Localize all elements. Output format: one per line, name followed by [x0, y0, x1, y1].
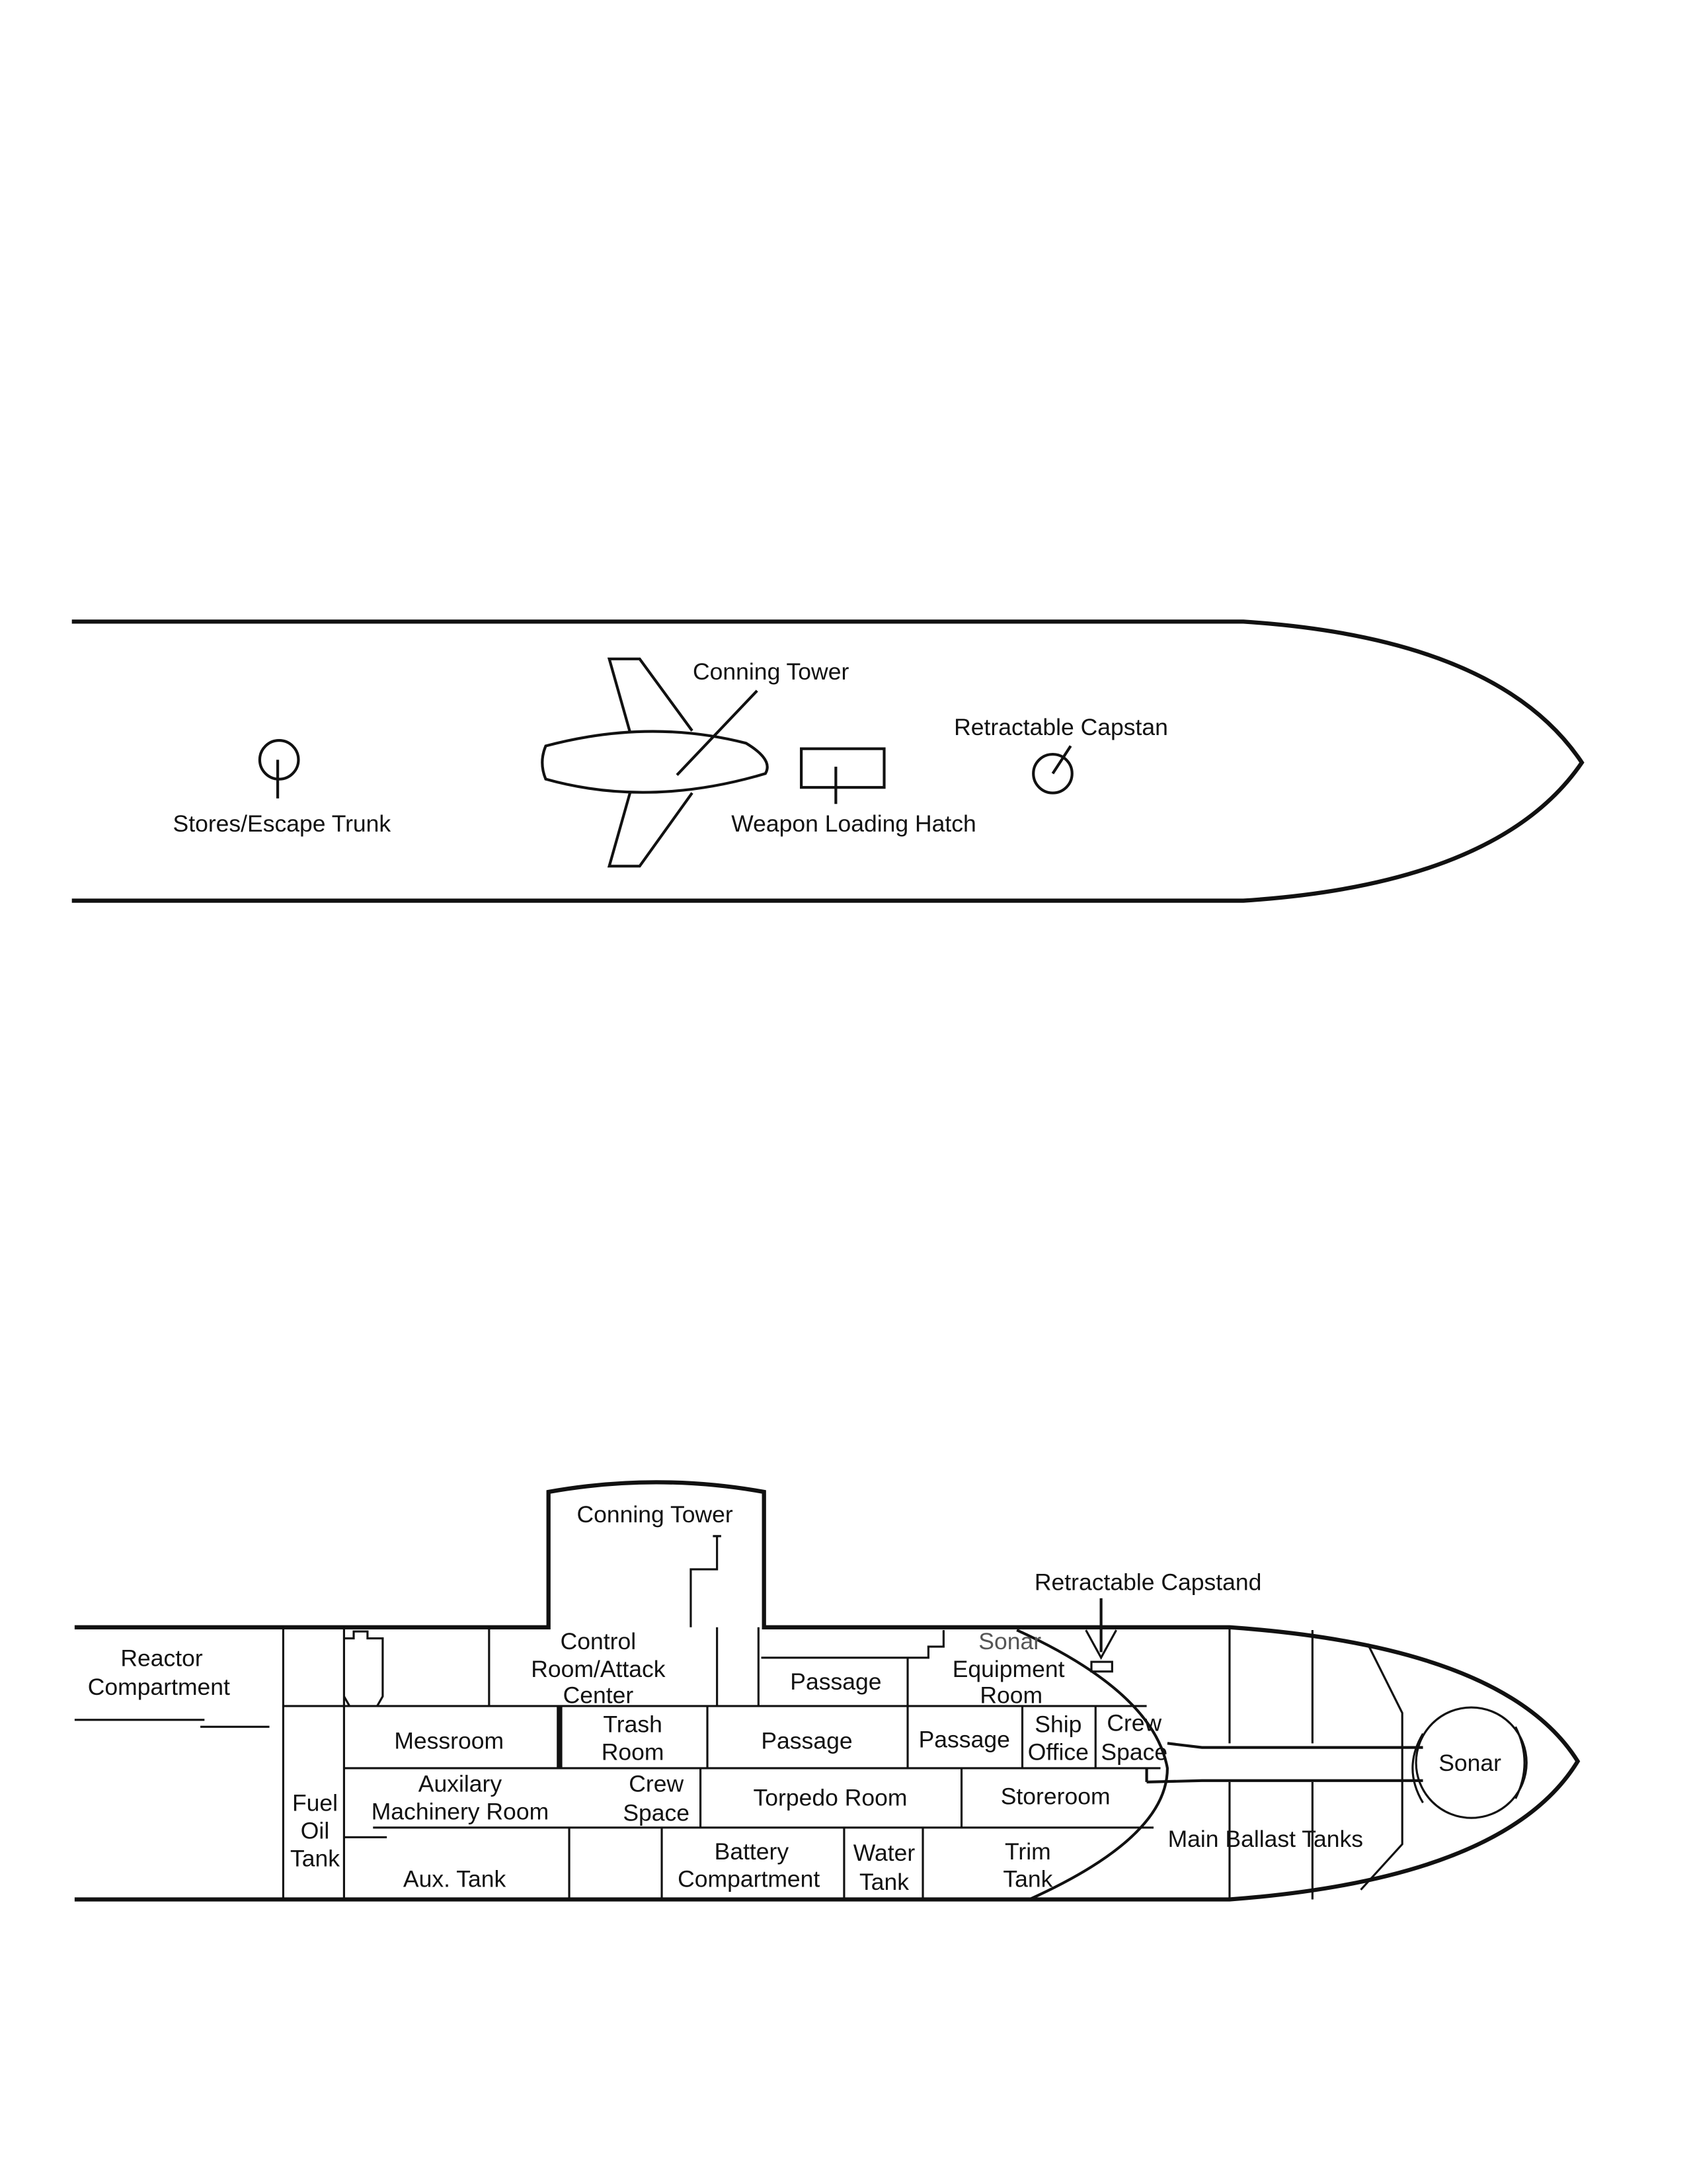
main-ballast-label: Main Ballast Tanks: [1168, 1826, 1363, 1852]
conning-tower-fin-bottom: [607, 792, 693, 868]
storeroom-label: Storeroom: [1001, 1783, 1111, 1809]
hull-outline-top: [71, 619, 1585, 903]
sonar-label: Sonar: [1438, 1750, 1501, 1776]
messroom-label: Messroom: [394, 1728, 504, 1754]
sonar-guard: [1411, 1726, 1526, 1804]
conning-tower-fin-top: [607, 657, 693, 733]
capstan-icon: [1032, 752, 1074, 795]
passage-mid-label: Passage: [761, 1728, 852, 1754]
weapon-hatch-icon: [800, 747, 886, 789]
passage-small-label: Passage: [919, 1727, 1010, 1753]
capstand-icon: [1085, 1629, 1117, 1673]
escape-trunk-icon: [258, 739, 300, 781]
weapon-hatch-label: Weapon Loading Hatch: [731, 810, 976, 837]
compartment-lines: [282, 1627, 1403, 1900]
sonar-sphere-icon: [1415, 1706, 1528, 1819]
side-view: Conning Tower Retractable Capstand React…: [74, 1480, 1581, 1902]
conning-tower-sail: [541, 730, 769, 794]
capstan-leader: [1051, 745, 1072, 775]
capstan-label: Retractable Capstan: [954, 714, 1168, 740]
capstand-label: Retractable Capstand: [1035, 1569, 1262, 1595]
passage-upper-label: Passage: [790, 1668, 881, 1695]
sonar-tube: [1145, 1742, 1423, 1783]
hull-outline-side: [74, 1480, 1581, 1902]
conning-tower-leader: [676, 689, 758, 776]
pressure-hull-curve: [1016, 1629, 1169, 1901]
torpedo-room-label: Torpedo Room: [754, 1784, 908, 1811]
conning-tower-ladder: [689, 1535, 721, 1627]
top-view: Stores/Escape Trunk Conning Tower Weapon…: [71, 619, 1585, 903]
side-conning-tower-label: Conning Tower: [576, 1501, 732, 1528]
aux-tank-label: Aux. Tank: [403, 1866, 506, 1892]
escape-trunk-label: Stores/Escape Trunk: [173, 810, 391, 837]
conning-tower-label: Conning Tower: [693, 658, 849, 685]
